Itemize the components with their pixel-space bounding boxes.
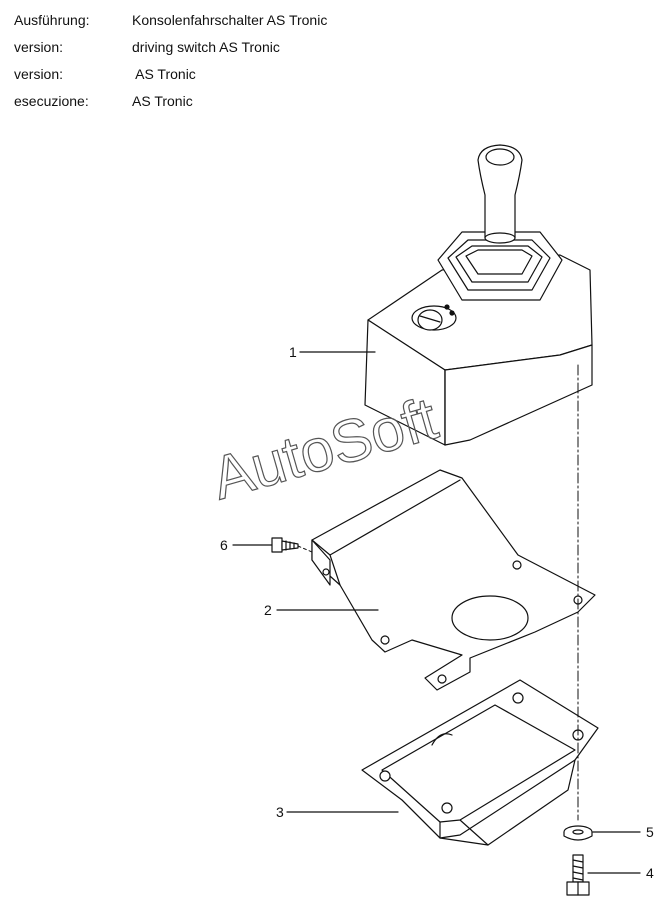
callout-5: 5 <box>646 824 654 840</box>
version-value: driving switch AS Tronic <box>132 39 280 55</box>
part-5-washer <box>563 825 593 841</box>
callout-4: 4 <box>646 865 654 881</box>
version-value: Konsolenfahrschalter AS Tronic <box>132 12 328 28</box>
part-2-mounting-bracket <box>311 469 596 691</box>
callout-3: 3 <box>276 804 284 820</box>
version-label: version: <box>14 39 64 55</box>
part-1-console-housing <box>364 144 593 446</box>
version-value: AS Tronic <box>132 93 193 109</box>
version-label: Ausführung: <box>14 12 90 28</box>
callout-1: 1 <box>289 344 297 360</box>
version-label: esecuzione: <box>14 93 89 109</box>
part-6-screw <box>271 537 299 553</box>
version-label: version: <box>14 66 64 82</box>
screw-axis-line <box>297 545 313 553</box>
part-4-bolt <box>566 854 590 896</box>
part-3-bottom-tray <box>361 679 599 846</box>
callout-2: 2 <box>264 602 272 618</box>
version-value: AS Tronic <box>132 66 196 82</box>
callout-6: 6 <box>220 537 228 553</box>
